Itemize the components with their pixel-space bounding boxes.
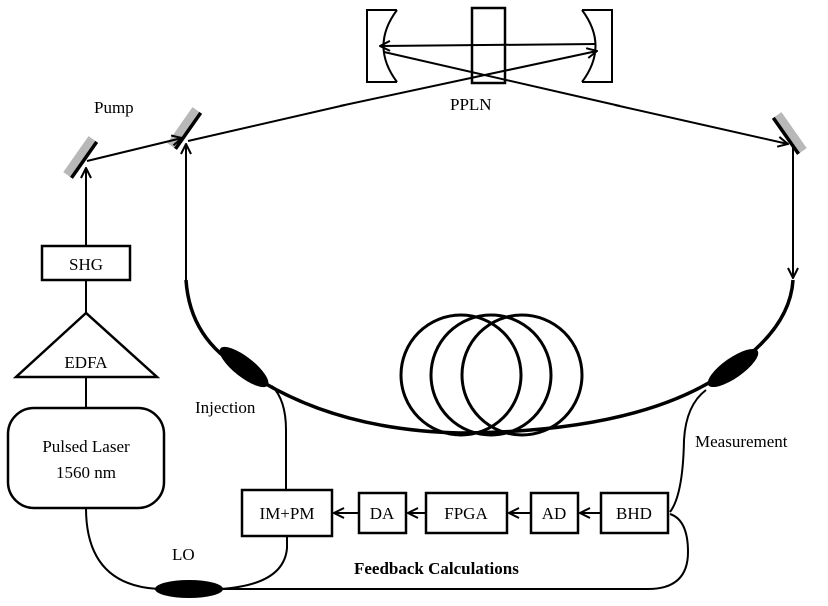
beam-left-mirror-to-out (383, 51, 621, 107)
da-box (357, 491, 408, 535)
fiber-spool-loop-2 (429, 313, 553, 437)
right-cavity-mirror (581, 9, 613, 83)
steering-mirror-right (771, 112, 807, 155)
fiber-spool-loop-3 (460, 313, 584, 437)
beam-right-to-left-mirror (380, 44, 597, 46)
shg-label: SHG (69, 255, 103, 274)
laser-to-lo-fiber (85, 507, 159, 590)
steering-mirror-left (167, 107, 203, 150)
pump-label: Pump (94, 98, 134, 117)
fpga-box (424, 491, 509, 535)
da-label: DA (370, 504, 395, 523)
fiber-loop (184, 279, 795, 435)
laser-label-line2: 1560 nm (56, 463, 116, 482)
pulsed-laser-box (6, 406, 166, 510)
feedback-label: Feedback Calculations (354, 559, 519, 578)
fiber-spool-loop-1 (399, 313, 523, 437)
injection-coupler (219, 346, 269, 388)
measurement-label: Measurement (695, 432, 788, 451)
ppln-cavity (339, 6, 621, 107)
edfa-label: EDFA (64, 353, 108, 372)
laser-label-line1: Pulsed Laser (42, 437, 130, 456)
beam-to-cavity (187, 104, 346, 142)
ad-box (529, 491, 580, 535)
pump-mirror (63, 136, 99, 179)
im-pm-to-lo-fiber (219, 536, 288, 590)
bhd-label: BHD (616, 504, 652, 523)
pump-beam-to-steering (86, 138, 182, 162)
injection-label: Injection (195, 398, 256, 417)
beam-in-to-right-mirror (339, 51, 597, 107)
fpga-label: FPGA (444, 504, 488, 523)
im-pm-label: IM+PM (260, 504, 315, 523)
lo-to-bhd-fiber (222, 513, 690, 590)
ad-label: AD (542, 504, 567, 523)
ppln-label: PPLN (450, 95, 492, 114)
lo-label: LO (172, 545, 195, 564)
measurement-coupler (707, 348, 759, 388)
injection-branch-fiber (271, 385, 287, 490)
lo-coupler (155, 580, 223, 598)
im-pm-box (240, 488, 334, 538)
beam-from-cavity (614, 104, 788, 144)
measurement-branch-fiber (669, 389, 707, 513)
